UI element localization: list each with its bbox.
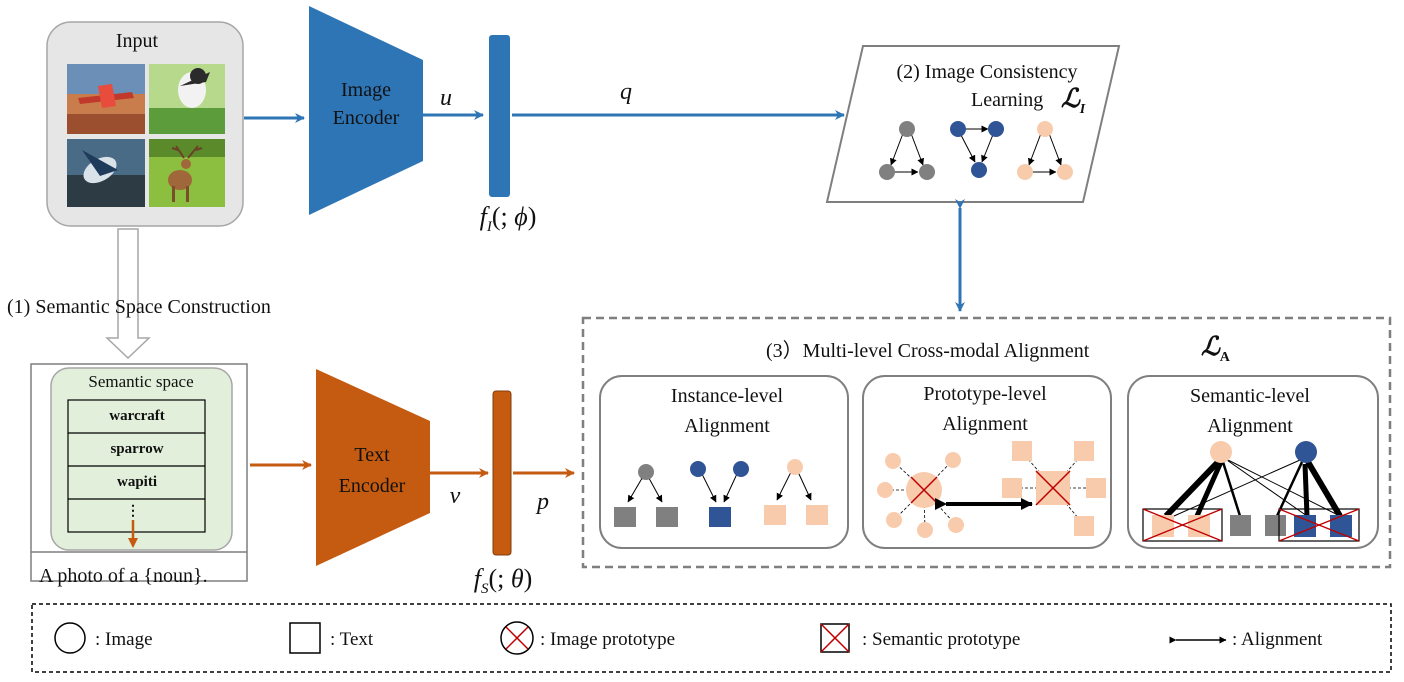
image-encoder-label-2: Encoder: [332, 107, 400, 129]
consistency-title-2: Learning: [971, 89, 1044, 111]
consistency-peach-triangle: [1017, 121, 1073, 180]
semantic-space-title: Semantic space: [88, 372, 194, 391]
semantic-prototype-cluster: [1002, 441, 1106, 536]
alignment-loss: ℒA: [1201, 332, 1230, 366]
legend-text-square: [289, 622, 321, 654]
semantic-level-panel: [1127, 375, 1379, 549]
text-encoder-label-2: Encoder: [338, 475, 406, 497]
q-label: q: [620, 79, 632, 105]
input-title: Input: [115, 30, 159, 52]
image-prototype-cluster: [877, 452, 964, 538]
alignment-title: (3）Multi-level Cross-modal Alignment: [766, 340, 1090, 362]
legend-image-prototype-glyph: [500, 621, 534, 655]
consistency-gray-triangle: [879, 121, 935, 180]
image-projection-label: fI(; ϕ): [479, 202, 537, 236]
legend-semantic-prototype-glyph: [820, 623, 850, 653]
instance-level-title-1: Instance-level: [670, 385, 784, 407]
multilevel-alignment-container: [581, 316, 1392, 569]
step1-label: (1) Semantic Space Construction: [7, 296, 271, 318]
consistency-navy-triangle: [950, 121, 1004, 178]
legend-text-label: : Text: [330, 629, 374, 650]
p-label: p: [537, 489, 549, 515]
semantic-item-ellipsis: ⋮: [126, 504, 140, 519]
legend-semantic-prototype-label: : Semantic prototype: [862, 629, 1021, 650]
semantic-item-sparrow: sparrow: [110, 441, 164, 457]
u-label: u: [440, 85, 452, 111]
legend-image-label: : Image: [95, 629, 153, 650]
semantic-level-title-2: Alignment: [1207, 415, 1293, 437]
consistency-loss: ℒI: [1061, 84, 1086, 118]
image-encoder-label-1: Image: [341, 79, 391, 101]
text-encoder-label-1: Text: [354, 444, 390, 466]
legend-image-circle: [54, 622, 86, 654]
semantic-space-panel: [50, 367, 233, 551]
input-image-airplane: [67, 64, 145, 134]
semantic-item-warcraft: warcraft: [109, 408, 165, 424]
text-projection-bar: [492, 390, 512, 556]
prototype-level-title-1: Prototype-level: [923, 383, 1047, 405]
image-projection-bar: [489, 35, 510, 197]
legend-image-prototype-label: : Image prototype: [540, 629, 676, 650]
text-encoder-block: [316, 369, 430, 566]
prototype-level-title-2: Alignment: [942, 413, 1028, 435]
legend-alignment-label: : Alignment: [1232, 629, 1323, 650]
arrow-semantic-construction: [105, 228, 151, 360]
instance-navy-group: [690, 461, 749, 527]
input-image-bird: [149, 64, 225, 134]
image-encoder-block: [309, 6, 423, 215]
prompt-template: A photo of a {noun}.: [39, 565, 208, 587]
legend-box: [31, 603, 1392, 673]
semantic-level-graph: [1142, 441, 1360, 542]
instance-level-title-2: Alignment: [684, 415, 770, 437]
input-image-jay: [67, 139, 145, 207]
instance-peach-group: [764, 459, 828, 525]
v-label: v: [449, 483, 461, 509]
input-image-deer: [149, 139, 225, 207]
instance-gray-group: [614, 464, 678, 527]
semantic-level-title-1: Semantic-level: [1190, 385, 1310, 407]
text-projection-label: fS(; θ): [473, 564, 533, 598]
consistency-title-1: (2) Image Consistency: [896, 61, 1078, 83]
semantic-table: [67, 399, 206, 533]
semantic-item-wapiti: wapiti: [116, 474, 158, 490]
